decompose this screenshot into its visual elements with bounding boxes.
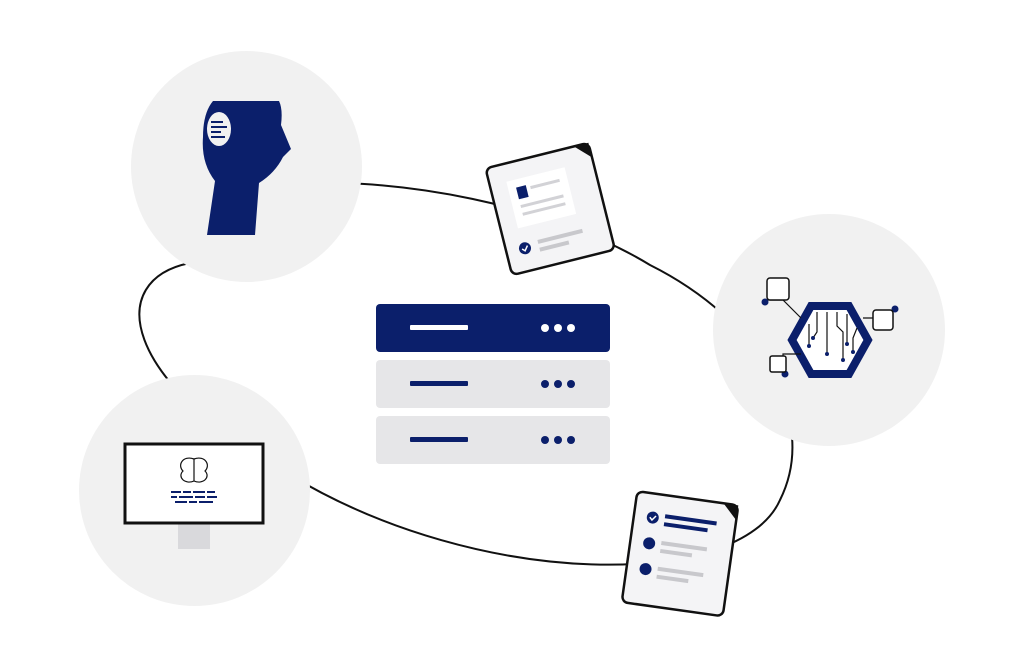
server-stack (376, 304, 610, 472)
server-row-bar (410, 381, 468, 386)
hexagon-circuit-icon (761, 277, 899, 378)
server-row-dots (541, 324, 575, 332)
node-human-head (131, 51, 362, 282)
document-checklist-icon (621, 490, 739, 617)
monitor-brain-icon (123, 442, 265, 549)
node-computer-monitor (79, 375, 310, 606)
server-row-bar (410, 437, 468, 442)
server-row-bar (410, 325, 468, 330)
server-row (376, 360, 610, 408)
server-row-dots (541, 380, 575, 388)
server-row-dots (541, 436, 575, 444)
node-hexagon-circuit (713, 214, 945, 446)
human-head-icon (202, 101, 291, 235)
document-bottom (621, 490, 739, 617)
document-top (485, 142, 615, 276)
server-row-active (376, 304, 610, 352)
document-image-check-icon (485, 142, 615, 276)
server-row (376, 416, 610, 464)
